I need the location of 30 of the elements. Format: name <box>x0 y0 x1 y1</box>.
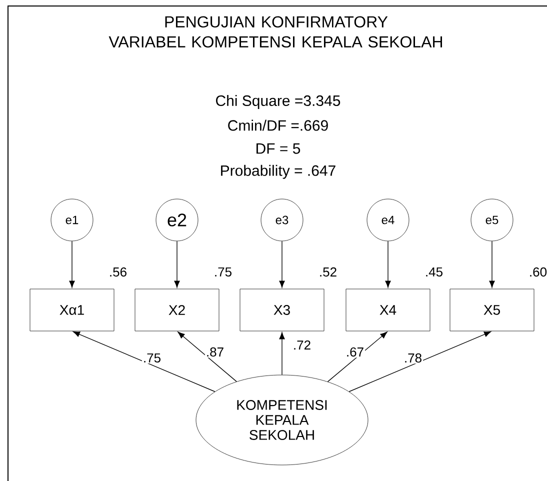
arrow <box>489 240 495 288</box>
edge-label: .75 <box>142 352 162 364</box>
variable-box: X5 <box>450 288 534 332</box>
arrow <box>385 240 391 288</box>
arrow <box>279 240 285 288</box>
variable-box: Xα1 <box>30 288 114 332</box>
fit-statistic: Probability = .647 <box>221 164 336 179</box>
arrow <box>72 331 216 392</box>
fit-statistic: Cmin/DF =.669 <box>228 120 328 131</box>
arrow <box>279 332 285 376</box>
loading-value: .45 <box>426 267 442 277</box>
arrow <box>327 332 388 382</box>
arrow <box>69 240 75 288</box>
variable-box: X3 <box>240 288 324 332</box>
fit-statistic: Chi Square =3.345 <box>216 95 340 109</box>
arrow <box>348 331 492 392</box>
edge-label: .72 <box>292 339 312 351</box>
loading-value: .75 <box>215 267 232 277</box>
fit-statistic: DF = 5 <box>256 143 300 154</box>
edge-label: .67 <box>344 346 366 358</box>
arrow <box>174 240 180 288</box>
loading-value: .60 <box>530 267 547 277</box>
edge-label: .78 <box>402 352 424 364</box>
loading-value: .52 <box>320 267 336 277</box>
title: PENGUJIAN KONFIRMATORY VARIABEL KOMPETENSI KEPALA SEKOLAH <box>108 16 442 48</box>
variable-box: X2 <box>134 288 220 332</box>
variable-box: X4 <box>346 288 430 332</box>
edge-label: .87 <box>204 346 226 358</box>
loading-value: .56 <box>110 267 126 277</box>
arrow <box>178 332 237 382</box>
